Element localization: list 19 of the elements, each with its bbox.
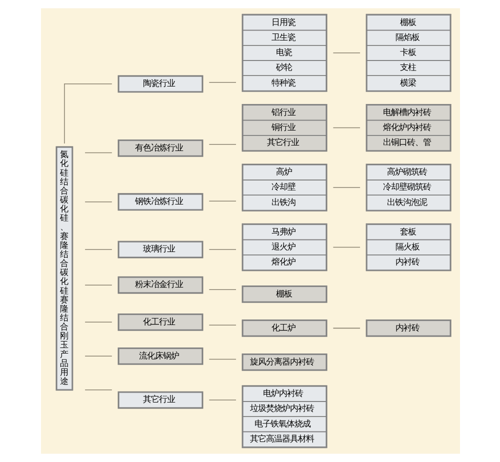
connector [332, 52, 360, 54]
connector [84, 284, 112, 286]
connector [332, 187, 360, 188]
connector [208, 200, 236, 202]
connector [64, 84, 112, 144]
connector [84, 389, 112, 390]
connector [208, 358, 236, 360]
connector [84, 249, 112, 250]
connector [332, 127, 360, 128]
connector [84, 322, 112, 323]
connector [332, 328, 360, 329]
connector [208, 82, 236, 83]
connector [84, 152, 112, 154]
connector [208, 289, 236, 290]
connector [332, 246, 360, 248]
connector [208, 249, 236, 250]
connector [208, 144, 236, 145]
connector [84, 356, 112, 357]
connector [208, 324, 236, 326]
